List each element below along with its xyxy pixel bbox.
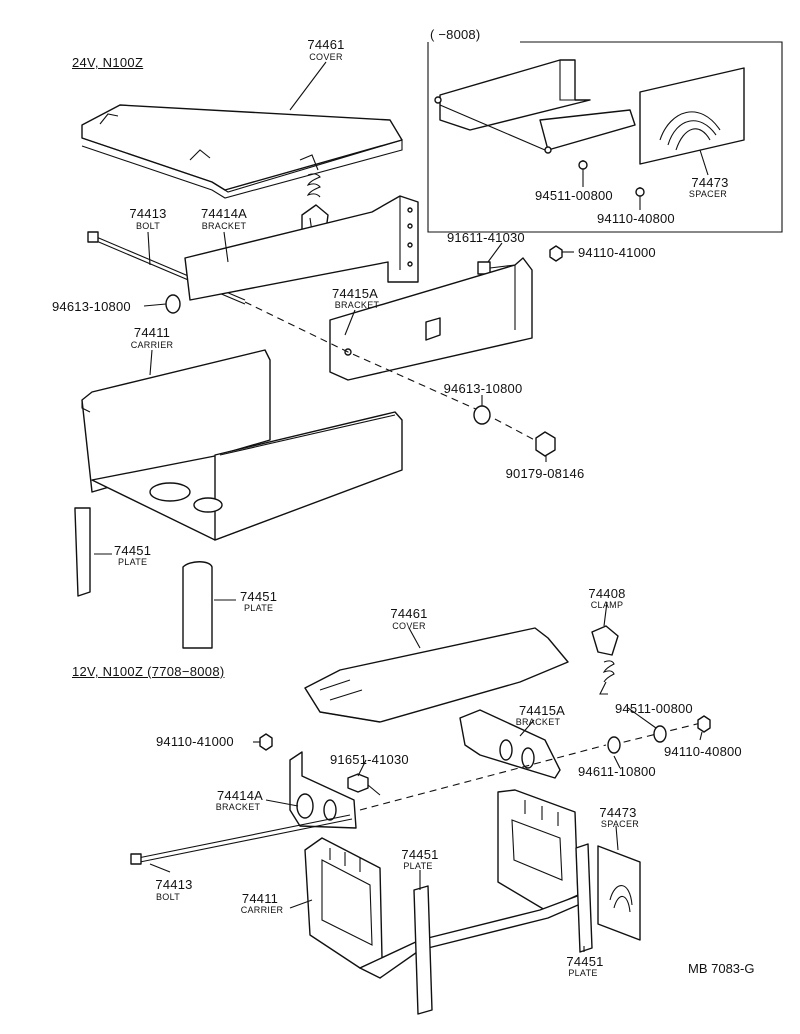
top-nut-right-label: 94110-41000	[578, 245, 656, 260]
section-title-12v: 12V, N100Z (7708−8008)	[72, 664, 225, 679]
bottom-clamp-name: CLAMP	[590, 600, 624, 610]
top-bracket-b-name: BRACKET	[334, 300, 380, 310]
inset-spacer-plate	[639, 67, 745, 165]
bottom-nut-right-label: 94110-40800	[664, 744, 742, 759]
top-bracket-b-num: 74415A	[331, 286, 379, 301]
bottom-carrier-name: CARRIER	[240, 905, 284, 915]
bottom-washer-right-label: 94511-00800	[615, 701, 693, 716]
inset-spacer-num: 74473	[691, 175, 729, 190]
bottom-plate-left-name: PLATE	[403, 861, 433, 871]
inset-nut-label: 94110-40800	[597, 211, 675, 226]
bottom-bracket-a	[289, 751, 357, 829]
top-nut-mid-label: 90179-08146	[505, 466, 585, 481]
top-cover-num: 74461	[307, 37, 345, 52]
bottom-bracket-a-num: 74414A	[216, 788, 264, 803]
bottom-cover-name: COVER	[392, 621, 426, 631]
top-bracket-a	[184, 195, 419, 301]
inset-title: ( −8008)	[430, 27, 481, 42]
top-washer-mid	[473, 405, 491, 425]
top-bracket-a-name: BRACKET	[201, 221, 247, 231]
top-plate-left-name: PLATE	[118, 557, 148, 567]
bottom-spacer-num: 74473	[599, 805, 637, 820]
top-washer-left	[165, 294, 181, 314]
inset-washer-label: 94511-00800	[535, 188, 613, 203]
bottom-cover-shape	[304, 627, 569, 723]
inset-box	[427, 41, 783, 233]
bottom-bracket-b-name: BRACKET	[515, 717, 561, 727]
top-nut-right	[549, 245, 563, 262]
bottom-screw-label: 91651-41030	[330, 752, 409, 767]
bottom-bolt-num: 74413	[155, 877, 193, 892]
top-plate-left-num: 74451	[114, 543, 152, 558]
bottom-plate-left-num: 74451	[401, 847, 439, 862]
top-carrier	[81, 349, 403, 541]
bottom-cover-num: 74461	[390, 606, 428, 621]
top-cover-shape	[81, 104, 403, 199]
bottom-spacer	[597, 845, 641, 941]
top-washer-mid-label: 94613-10800	[443, 381, 523, 396]
top-plate-left	[74, 507, 91, 597]
bottom-carrier	[304, 789, 581, 979]
bottom-bolt-name: BOLT	[155, 892, 181, 902]
top-nut-mid	[535, 431, 556, 457]
bottom-plate-left	[413, 885, 433, 1015]
top-bracket-a-num: 74414A	[200, 206, 248, 221]
section-title-24v: 24V, N100Z	[72, 55, 144, 70]
bottom-washer-right	[653, 725, 667, 743]
diagram-code: MB 7083-G	[688, 961, 755, 976]
bottom-nut-left-label: 94110-41000	[156, 734, 234, 749]
bottom-nut-left	[259, 733, 273, 751]
top-screw-label: 91611-41030	[447, 230, 525, 245]
top-carrier-name: CARRIER	[130, 340, 174, 350]
top-plate-right	[182, 561, 213, 649]
top-plate-right-name: PLATE	[244, 603, 274, 613]
bottom-washer-mid-label: 94611-10800	[578, 764, 656, 779]
bottom-plate-right-name: PLATE	[568, 968, 598, 978]
leader-lines	[94, 61, 703, 952]
top-bolt-num: 74413	[129, 206, 167, 221]
top-bolt-name: BOLT	[135, 221, 161, 231]
top-bracket-b	[329, 257, 533, 381]
bottom-spacer-name: SPACER	[600, 819, 640, 829]
top-washer-left-label: 94613-10800	[52, 299, 131, 314]
bottom-bracket-b-num: 74415A	[518, 703, 566, 718]
bottom-plate-right-num: 74451	[566, 954, 604, 969]
bottom-clamp	[591, 625, 619, 695]
bottom-bracket-b	[459, 709, 561, 779]
top-plate-right-num: 74451	[240, 589, 278, 604]
bottom-bolt	[130, 814, 353, 865]
bottom-washer-mid	[607, 736, 621, 754]
bottom-bracket-a-name: BRACKET	[215, 802, 261, 812]
top-carrier-num: 74411	[133, 325, 171, 340]
bottom-carrier-num: 74411	[241, 891, 279, 906]
top-cover-name: COVER	[309, 52, 343, 62]
bottom-clamp-num: 74408	[588, 586, 626, 601]
inset-spacer-name: SPACER	[688, 189, 728, 199]
bottom-screw	[347, 773, 381, 796]
bottom-plate-right	[575, 843, 593, 953]
bottom-nut-right	[697, 715, 711, 733]
